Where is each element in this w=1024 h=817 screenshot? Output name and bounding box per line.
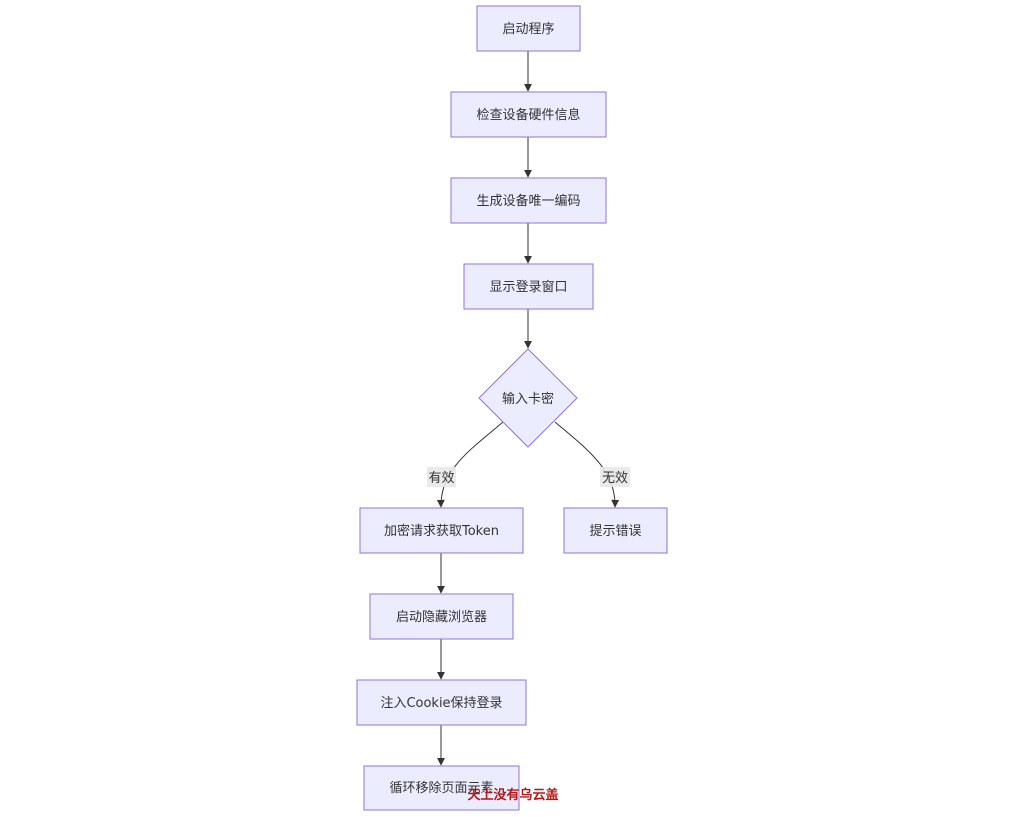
node-loop-remove: 循环移除页面元素 [363, 765, 520, 811]
node-show-login: 显示登录窗口 [463, 263, 594, 310]
node-check-hardware-label: 检查设备硬件信息 [476, 107, 580, 123]
watermark: 天上没有乌云盖 [467, 787, 558, 803]
edge-label-invalid: 无效 [600, 467, 630, 487]
node-inject-cookie-label: 注入Cookie保持登录 [380, 696, 502, 711]
edge-input-to-error [554, 421, 620, 508]
node-loop-remove-label: 循环移除页面元素 [389, 781, 493, 796]
node-generate-code: 生成设备唯一编码 [450, 177, 607, 224]
watermark-text: 天上没有乌云盖 [467, 787, 558, 803]
node-start-label: 启动程序 [502, 22, 554, 37]
node-hidden-browser: 启动隐藏浏览器 [369, 593, 514, 640]
node-input-key-label: 输入卡密 [502, 391, 554, 407]
node-inject-cookie: 注入Cookie保持登录 [356, 679, 527, 726]
node-generate-code-label: 生成设备唯一编码 [476, 193, 580, 209]
node-hidden-browser-label: 启动隐藏浏览器 [396, 609, 487, 625]
edge-label-valid-text: 有效 [428, 471, 454, 486]
edge-label-valid: 有效 [427, 467, 456, 487]
edge-input-to-token [436, 421, 504, 508]
node-start: 启动程序 [476, 5, 581, 52]
node-error: 提示错误 [563, 507, 668, 554]
node-get-token: 加密请求获取Token [359, 507, 524, 554]
node-show-login-label: 显示登录窗口 [489, 279, 567, 295]
node-input-key: 输入卡密 [478, 348, 578, 448]
node-error-label: 提示错误 [589, 523, 641, 539]
node-get-token-label: 加密请求获取Token [384, 523, 499, 539]
edge-label-invalid-text: 无效 [602, 471, 628, 486]
node-check-hardware: 检查设备硬件信息 [450, 91, 607, 138]
